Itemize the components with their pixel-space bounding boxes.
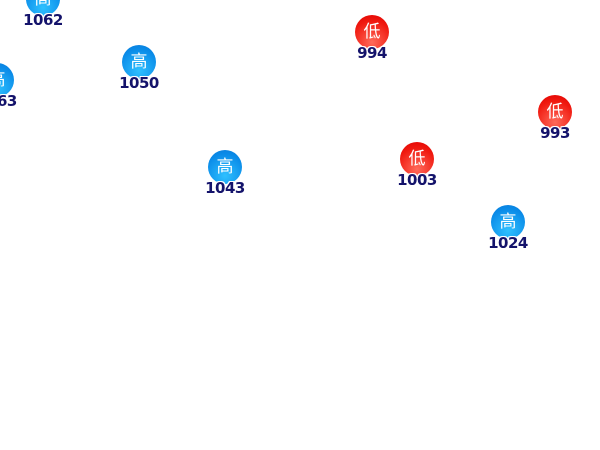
high-pressure-icon: 高 (208, 150, 242, 184)
pressure-value: 1063 (0, 92, 17, 110)
low-pressure-marker[interactable]: 低 1003 (387, 142, 447, 198)
pressure-value: 1050 (119, 74, 159, 92)
high-pressure-marker[interactable]: 高 1024 (478, 205, 538, 261)
low-pressure-icon: 低 (355, 15, 389, 49)
pressure-value: 1024 (488, 234, 528, 252)
pressure-value: 1062 (23, 11, 63, 29)
low-pressure-icon: 低 (538, 95, 572, 129)
low-pressure-marker[interactable]: 低 994 (342, 15, 402, 71)
high-pressure-marker[interactable]: 高 1050 (109, 45, 169, 101)
low-pressure-icon: 低 (400, 142, 434, 176)
pressure-value: 1003 (397, 171, 437, 189)
high-pressure-marker[interactable]: 高 1062 (13, 0, 73, 38)
pressure-value: 1043 (205, 179, 245, 197)
pressure-value: 994 (357, 44, 387, 62)
high-pressure-marker[interactable]: 高 1063 (0, 63, 27, 119)
high-pressure-icon: 高 (491, 205, 525, 239)
high-pressure-marker[interactable]: 高 1043 (195, 150, 255, 206)
high-pressure-icon: 高 (0, 63, 14, 97)
pressure-value: 993 (540, 124, 570, 142)
high-pressure-icon: 高 (122, 45, 156, 79)
high-pressure-icon: 高 (26, 0, 60, 16)
low-pressure-marker[interactable]: 低 993 (525, 95, 585, 151)
